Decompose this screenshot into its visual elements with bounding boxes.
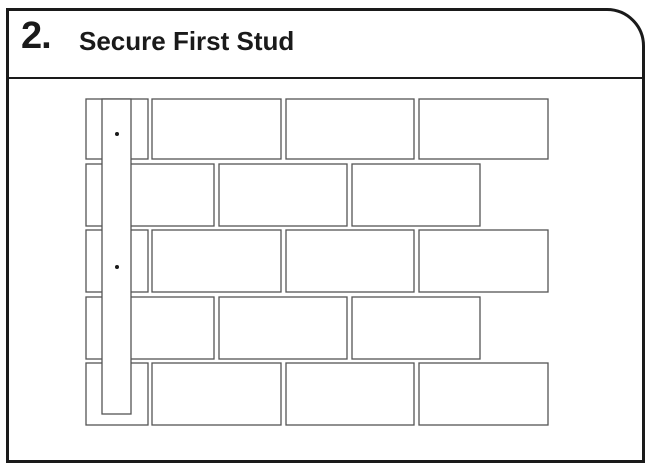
stud <box>101 98 132 415</box>
brick-row3-3 <box>418 229 549 293</box>
brick-row5-3 <box>418 362 549 426</box>
step-header: 2. Secure First Stud <box>9 11 642 79</box>
brick-row3-2 <box>285 229 415 293</box>
brick-row2-3 <box>351 163 481 227</box>
step-number: 2. <box>21 15 52 57</box>
brick-row5-2 <box>285 362 415 426</box>
brick-row1-1 <box>151 98 282 160</box>
brick-row2-2 <box>218 163 348 227</box>
brick-row5-1 <box>151 362 282 426</box>
screw-dot-lower <box>115 265 119 269</box>
brick-row1-2 <box>285 98 415 160</box>
screw-dot-upper <box>115 132 119 136</box>
brick-row4-2 <box>218 296 348 360</box>
brick-row1-3 <box>418 98 549 160</box>
brick-row3-1 <box>151 229 282 293</box>
step-title: Secure First Stud <box>79 26 295 56</box>
brick-row4-3 <box>351 296 481 360</box>
